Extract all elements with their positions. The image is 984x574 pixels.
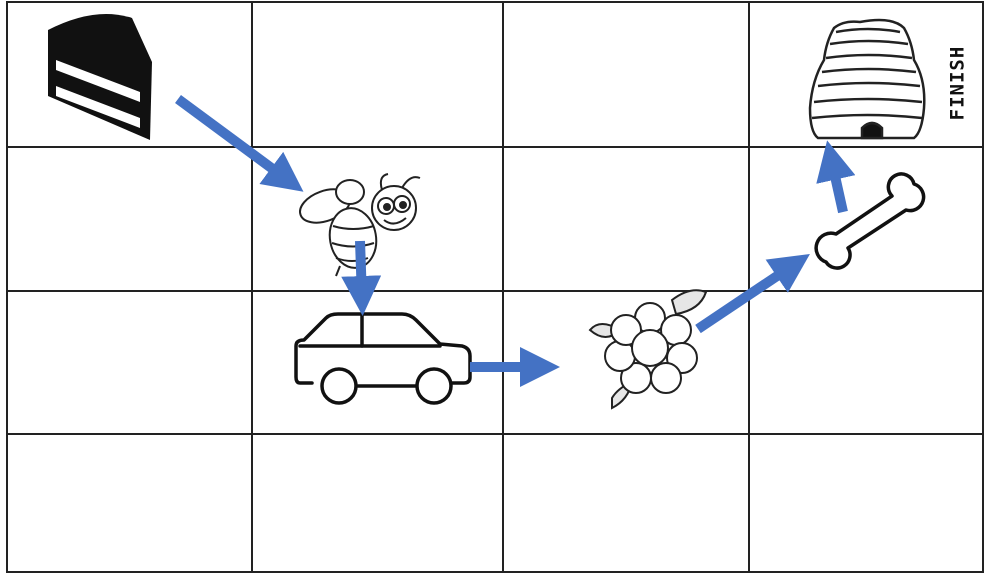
arrow-bone-to-beehive [816,140,856,214]
path-arrows [175,94,856,387]
arrow-cake-to-bee [175,94,304,192]
arrow-flower-to-bone [695,253,810,334]
bone-icon [814,172,926,270]
arrow-bee-to-car [341,240,382,316]
flower-icon [588,289,708,410]
beehive-icon [808,18,926,140]
car-icon [294,312,472,405]
finish-label: FINISH [940,28,974,138]
cake-slice-icon [48,14,152,140]
finish-label-text: FINISH [946,45,969,121]
